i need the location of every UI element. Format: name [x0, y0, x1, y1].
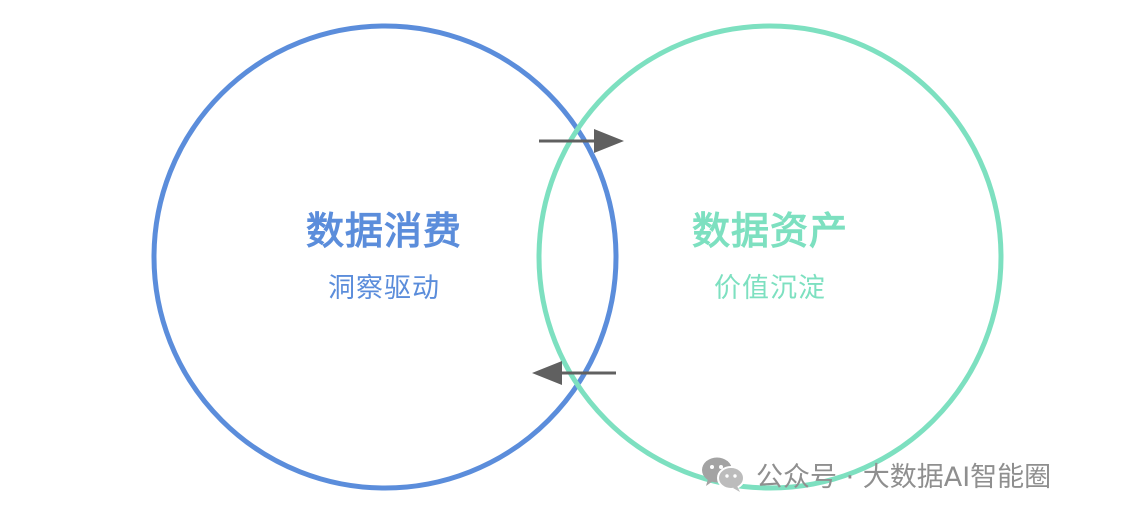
value-accumulation-subtitle: 价值沉淀	[714, 273, 826, 304]
watermark: 公众号 · 大数据AI智能圈	[700, 452, 1051, 496]
data-asset-circle	[536, 23, 1004, 491]
insight-driven-subtitle: 洞察驱动	[328, 273, 440, 304]
watermark-text: 公众号 · 大数据AI智能圈	[756, 461, 1052, 493]
wechat-icon	[702, 457, 745, 492]
data-consumption-title: 数据消费	[305, 209, 463, 253]
data-consumption-circle	[151, 23, 619, 491]
data-asset-title: 数据资产	[691, 209, 849, 253]
